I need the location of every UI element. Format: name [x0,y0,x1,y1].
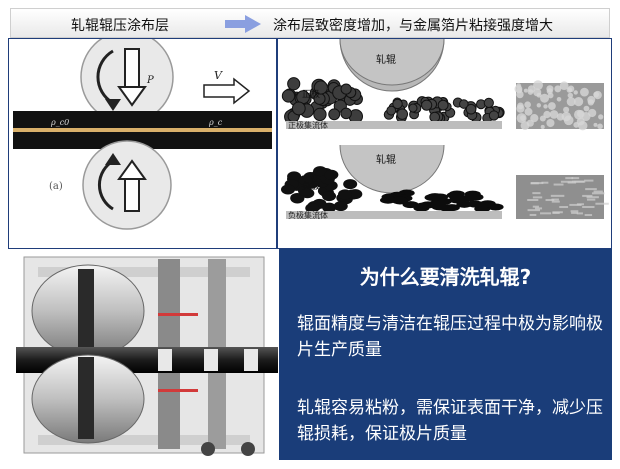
header-right-text: 涂布层致密度增加，与金属箔片粘接强度增大 [273,18,553,34]
diagram-caption: (a) [49,181,63,192]
pressure-label: P [146,75,154,86]
roller-diagram: P V ρ_c0 ρ_c (a) [13,39,272,230]
right-arrow-icon [225,15,261,33]
info-paragraph-2: 轧辊容易粘粉，需保证表面干净，减少压辊损耗，保证极片质量 [297,398,603,444]
velocity-label: V [214,69,223,82]
roller-diagram-panel: P V ρ_c0 ρ_c (a) [8,38,277,249]
electrode-compaction-panel: 轧辊 正极 正极集流体 轧辊 负极 负极集流体 [277,38,612,249]
positive-collector [286,121,502,129]
foil-label-left: ρ_c0 [50,118,69,127]
foil-label-right: ρ_c [208,118,223,127]
velocity-arrow-icon [203,77,251,105]
negative-collector [286,211,502,219]
electrode-compaction-figure: 轧辊 正极 正极集流体 轧辊 负极 负极集流体 [281,39,609,220]
roller-label-bottom: 轧辊 [376,153,396,166]
roller-label-top: 轧辊 [376,53,396,66]
info-box: 为什么要清洗轧辊? 辊面精度与清洁在辊压过程中极为影响极片生产质量 轧辊容易粘粉… [279,249,612,460]
negative-collector-label: 负极集流体 [288,210,328,220]
positive-collector-label: 正极集流体 [288,120,328,130]
header-banner: 轧辊辊压涂布层 涂布层致密度增加，与金属箔片粘接强度增大 [10,8,610,38]
foil-strip [13,128,272,132]
header-left-text: 轧辊辊压涂布层 [71,18,169,34]
info-paragraph-1: 辊面精度与清洁在辊压过程中极为影响极片生产质量 [297,314,603,360]
negative-label: 负极 [302,180,320,192]
info-title: 为什么要清洗轧辊? [359,265,532,289]
roller-machine-illustration [8,249,279,460]
positive-label: 正极 [302,88,320,100]
